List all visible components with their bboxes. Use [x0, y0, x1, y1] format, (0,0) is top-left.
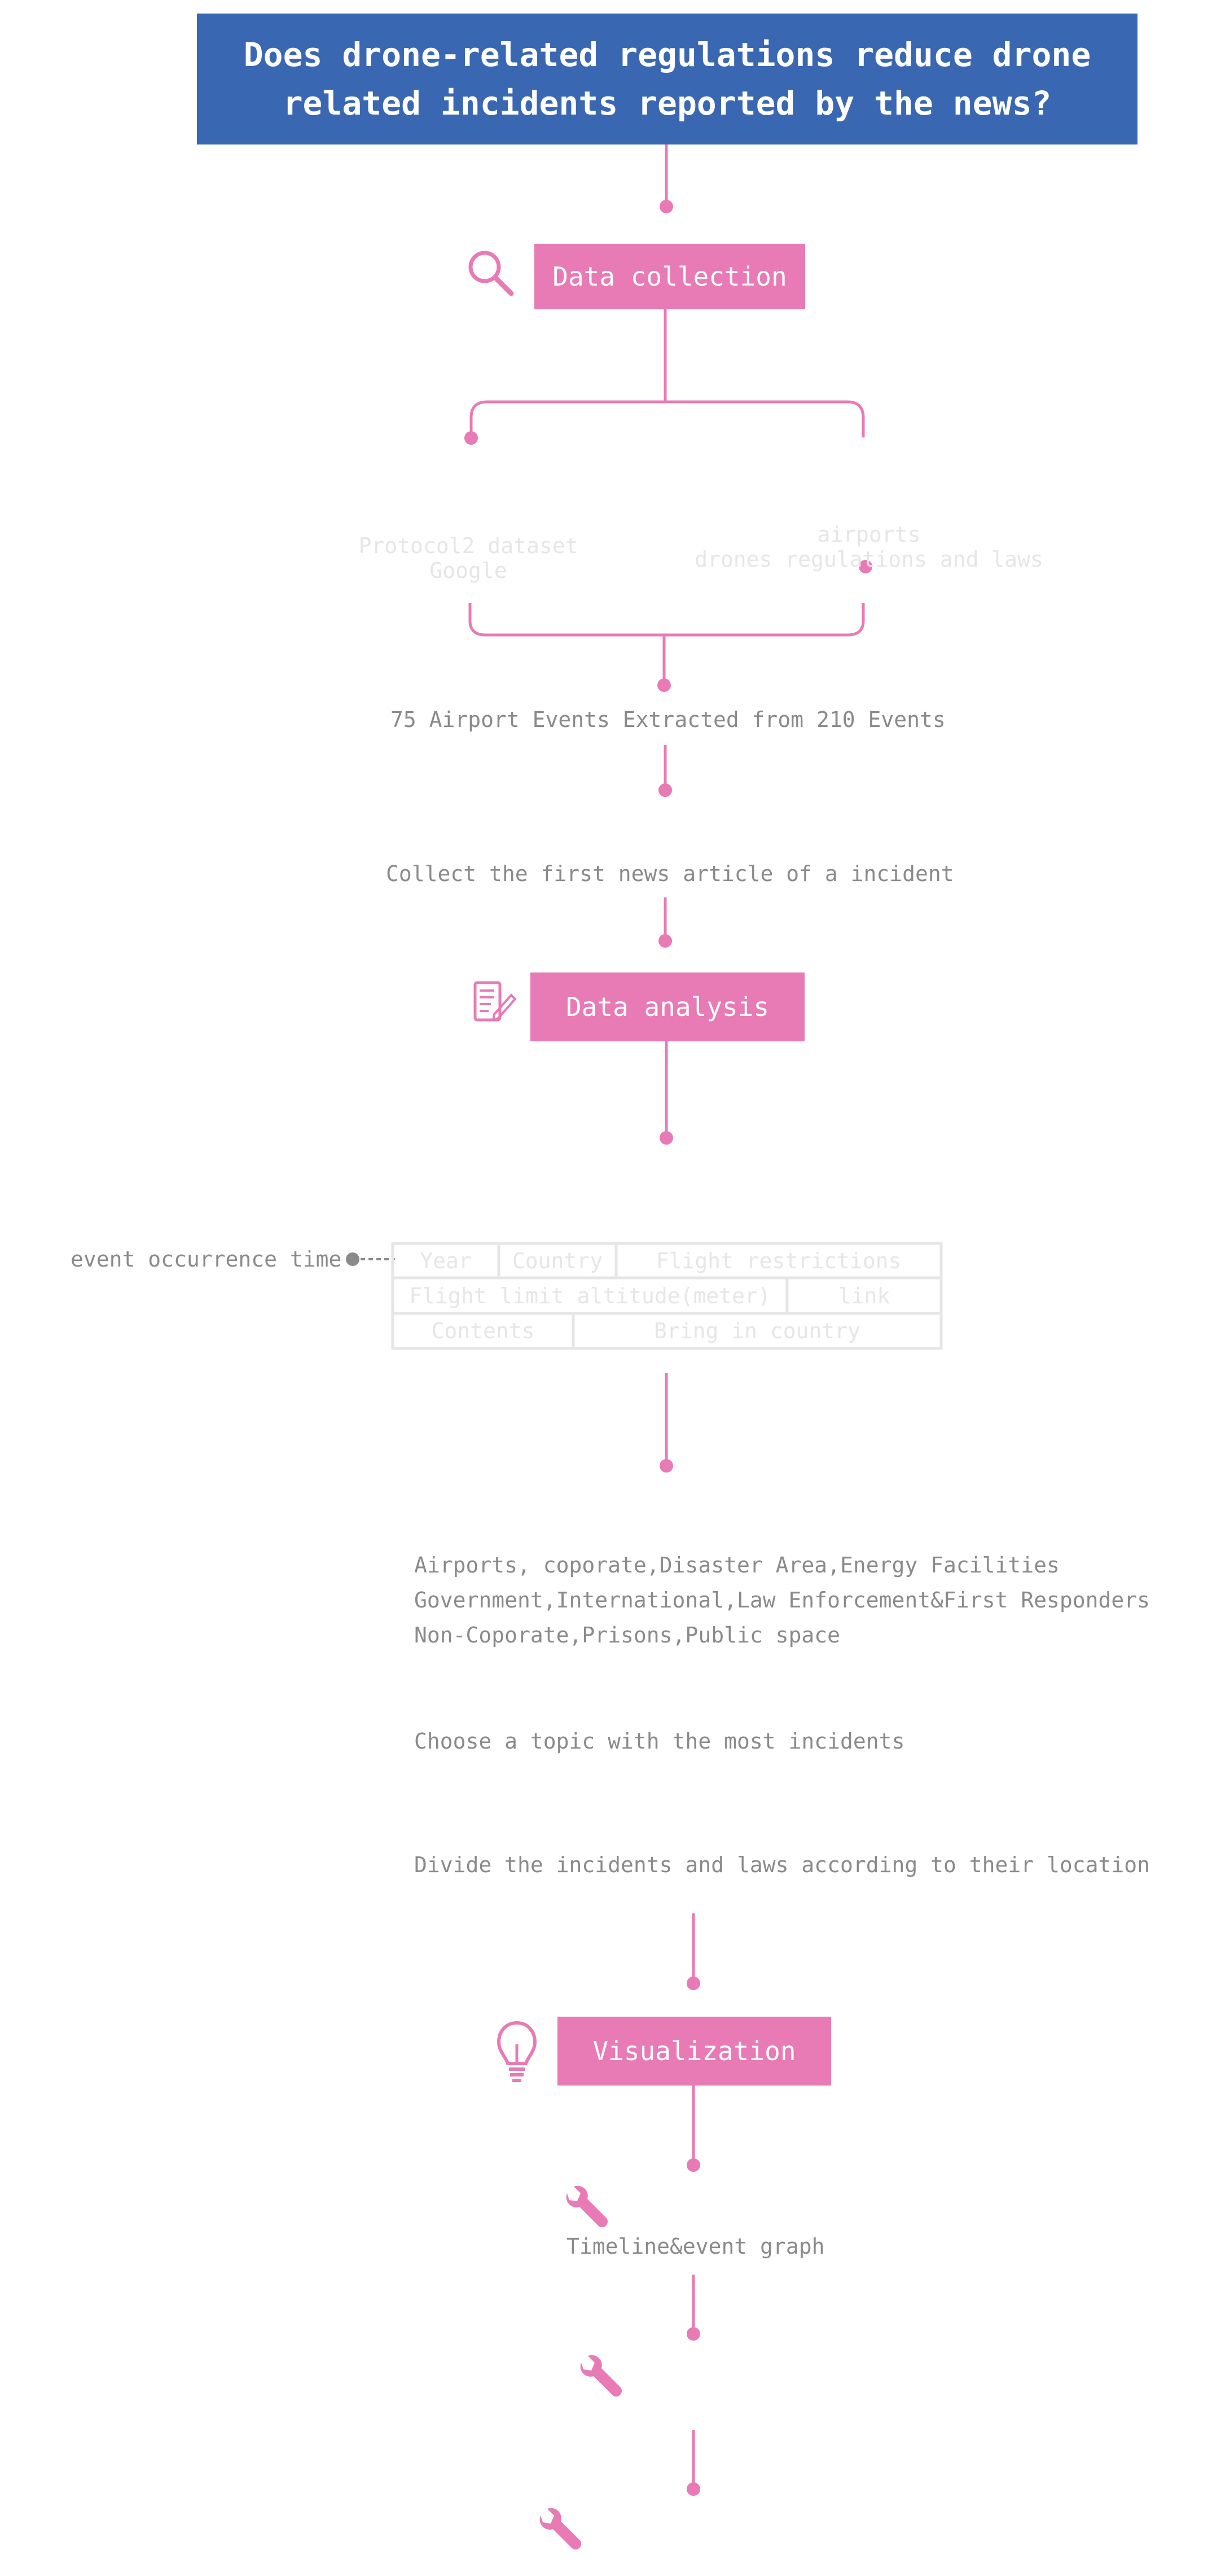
category-line: Airports, coporate,Disaster Area,Energy …	[414, 1553, 1060, 1578]
connector-dot	[464, 431, 478, 445]
step-first-article: Collect the first news article of a inci…	[386, 861, 954, 886]
connector-dot	[658, 934, 672, 948]
table-cell: Country	[512, 1248, 603, 1273]
document-pen-icon	[472, 979, 517, 1024]
stage-visualization: Visualization	[557, 2017, 831, 2086]
lightbulb-icon	[494, 2019, 539, 2085]
table-cell: Bring in country	[653, 1318, 861, 1343]
table-grid	[391, 1242, 943, 1350]
connector-dot	[687, 2327, 700, 2341]
search-icon	[466, 248, 515, 297]
step-extracted-events: 75 Airport Events Extracted from 210 Eve…	[390, 707, 946, 732]
step-timeline-graph: Timeline&event graph	[566, 2234, 825, 2259]
table-cell: Year	[420, 1248, 472, 1273]
stage-data-collection: Data collection	[534, 244, 805, 309]
wrench-icon	[535, 2508, 586, 2559]
connector-dot	[660, 1131, 673, 1145]
table-cell: link	[838, 1283, 890, 1308]
research-question-title: Does drone-related regulations reduce dr…	[197, 14, 1137, 144]
connector-dot	[660, 200, 673, 213]
category-line: Non-Coporate,Prisons,Public space	[414, 1623, 840, 1648]
connector-dot	[660, 1459, 673, 1473]
table-cell: Flight restrictions	[656, 1248, 902, 1273]
category-line: Government,International,Law Enforcement…	[414, 1588, 1150, 1613]
step-choose-topic: Choose a topic with the most incidents	[414, 1729, 905, 1754]
step-divide-incidents: Divide the incidents and laws according …	[414, 1852, 1150, 1877]
connector-dot	[687, 2482, 700, 2496]
connector-dot	[687, 1977, 700, 1990]
bracket-top	[469, 400, 865, 437]
category-list: Airports, coporate,Disaster Area,Energy …	[414, 1548, 1150, 1653]
wrench-icon	[561, 2185, 612, 2236]
connector-dot	[657, 678, 671, 692]
bracket-bottom	[468, 603, 865, 637]
stage-data-analysis: Data analysis	[530, 972, 805, 1041]
side-label-dot	[346, 1252, 359, 1266]
source-left: Protocol2 dataset Google	[358, 533, 578, 583]
connector-dot	[658, 783, 672, 797]
connector-dot	[859, 560, 872, 573]
source-right: airports drones regulations and laws	[695, 522, 1043, 572]
table-cell: Contents	[431, 1318, 535, 1343]
wrench-icon	[576, 2355, 626, 2406]
table-cell: Flight limit altitude(meter)	[409, 1283, 771, 1308]
connector-dot	[687, 2158, 700, 2172]
table-side-label: event occurrence time	[71, 1247, 342, 1272]
